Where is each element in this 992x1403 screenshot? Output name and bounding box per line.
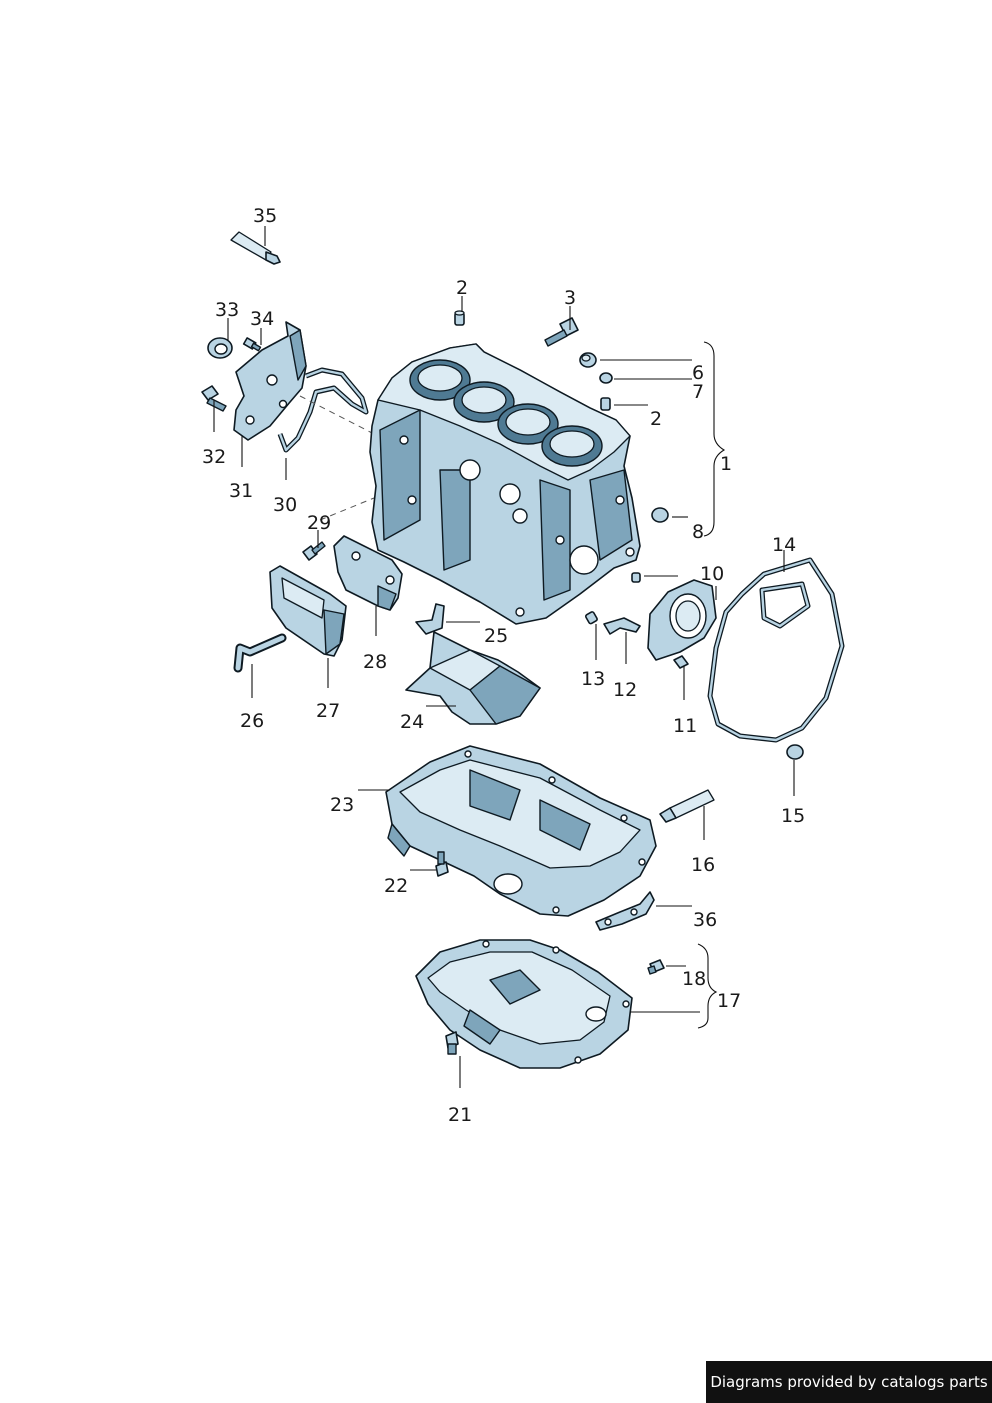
callout-22: 22 <box>384 875 408 897</box>
callout-14: 14 <box>772 534 796 556</box>
part-22-bolt <box>435 851 449 877</box>
callout-12: 12 <box>613 679 637 701</box>
part-29-bolt <box>302 541 326 561</box>
callout-10: 10 <box>700 563 724 585</box>
callout-15: 15 <box>781 805 805 827</box>
part-33-seal-ring <box>207 337 233 359</box>
callout-21: 21 <box>448 1104 472 1126</box>
part-1-cylinder-block <box>299 343 641 625</box>
callout-6: 6 <box>692 362 704 384</box>
callout-32: 32 <box>202 446 226 468</box>
callout-33: 33 <box>215 299 239 321</box>
part-10-seal-flange <box>647 579 717 661</box>
callout-18: 18 <box>682 968 706 990</box>
callout-2-right: 2 <box>650 408 662 430</box>
callout-1: 1 <box>720 453 732 475</box>
part-11-bolt <box>673 655 689 669</box>
part-7-plug <box>599 372 613 384</box>
callout-13: 13 <box>581 668 605 690</box>
part-36-sensor-bracket <box>595 891 655 931</box>
callout-23: 23 <box>330 794 354 816</box>
part-31-front-cover <box>233 321 307 441</box>
callout-27: 27 <box>316 700 340 722</box>
part-2-dowel-top <box>454 310 465 326</box>
part-16-sealant-tube <box>659 789 715 823</box>
callout-24: 24 <box>400 711 424 733</box>
part-32-bolt <box>201 385 227 412</box>
part-12-bracket <box>603 617 641 635</box>
callout-36: 36 <box>693 909 717 931</box>
part-14-rear-gasket <box>707 557 845 743</box>
callout-29: 29 <box>307 512 331 534</box>
callout-31: 31 <box>229 480 253 502</box>
part-23-upper-oil-pan <box>385 745 657 917</box>
callout-7: 7 <box>692 381 704 403</box>
callout-17: 17 <box>717 990 741 1012</box>
part-34-bolt <box>242 337 262 352</box>
part-15-plug <box>786 744 804 760</box>
part-28-bracket-plate <box>333 535 403 611</box>
callout-25: 25 <box>484 625 508 647</box>
callout-11: 11 <box>673 715 697 737</box>
footer-credit-text: Diagrams provided by catalogs parts <box>710 1373 988 1391</box>
part-8-plug <box>651 507 669 523</box>
part-24-baffle <box>405 631 541 725</box>
part-30-cover-gasket <box>277 367 369 453</box>
part-25-oil-jet <box>415 603 445 635</box>
part-27-oil-separator <box>269 565 347 657</box>
part-3-bolt <box>544 317 579 347</box>
part-2-dowel-right <box>600 397 611 411</box>
callout-3: 3 <box>564 287 576 309</box>
part-13-dowel <box>584 611 598 625</box>
callout-34: 34 <box>250 308 274 330</box>
footer-credit-badge: Diagrams provided by catalogs parts <box>706 1361 992 1403</box>
callout-16: 16 <box>691 854 715 876</box>
part-21-bolt <box>445 1031 459 1055</box>
part-6-plug <box>579 352 597 368</box>
callout-35: 35 <box>253 205 277 227</box>
callout-26: 26 <box>240 710 264 732</box>
part-18-drain-plug <box>647 959 665 975</box>
callout-30: 30 <box>273 494 297 516</box>
part-35-sealant-tube <box>230 231 281 265</box>
leader-lines <box>213 226 795 1088</box>
part-dowel-near-10 <box>631 572 641 583</box>
part-17-lower-oil-pan <box>415 939 633 1069</box>
callout-2-top: 2 <box>456 277 468 299</box>
callout-28: 28 <box>363 651 387 673</box>
part-26-hose <box>233 633 287 673</box>
callout-8: 8 <box>692 521 704 543</box>
callout-labels: 35 33 34 32 31 30 29 28 27 26 2 3 6 7 2 … <box>202 205 805 1126</box>
